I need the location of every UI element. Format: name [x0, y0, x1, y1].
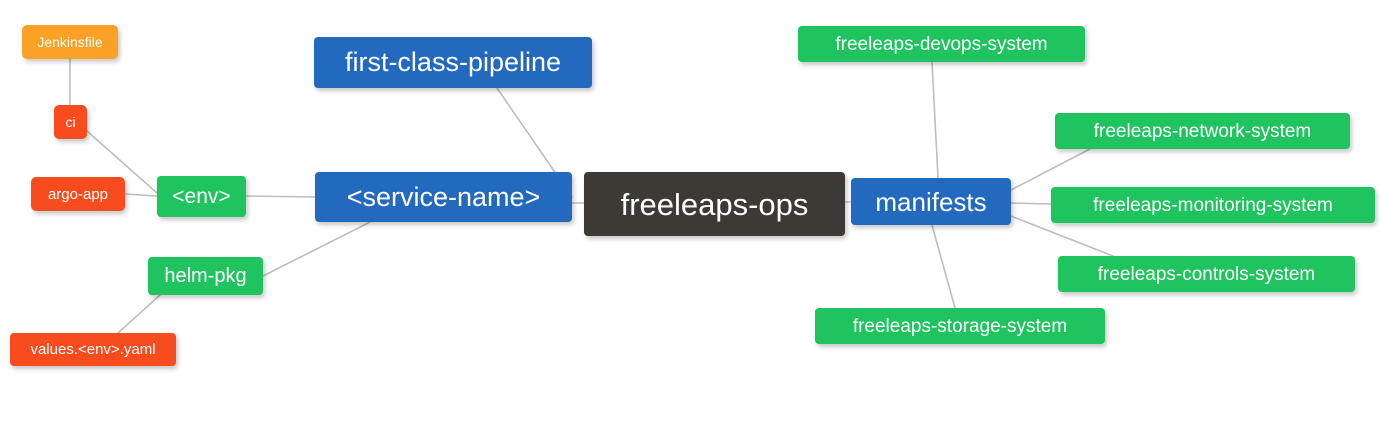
node-freeleaps-network-system[interactable]: freeleaps-network-system — [1055, 113, 1350, 149]
node-label-freeleaps-monitoring-system: freeleaps-monitoring-system — [1093, 194, 1333, 216]
edge-argo-app-to-env — [124, 193, 158, 197]
node-manifests[interactable]: manifests — [851, 178, 1011, 225]
node-label-argo-app: argo-app — [47, 185, 109, 203]
node-service-name[interactable]: <service-name> — [315, 172, 572, 222]
node-freeleaps-controls-system[interactable]: freeleaps-controls-system — [1058, 256, 1355, 292]
node-helm-pkg[interactable]: helm-pkg — [148, 257, 263, 295]
node-label-freeleaps-ops: freeleaps-ops — [620, 186, 809, 222]
node-values-yaml[interactable]: values.<env>.yaml — [10, 333, 176, 366]
node-label-jenkinsfile: Jenkinsfile — [37, 34, 103, 50]
node-jenkinsfile[interactable]: Jenkinsfile — [22, 25, 118, 59]
edge-manifests-to-freeleaps-devops-system — [931, 61, 939, 179]
node-freeleaps-storage-system[interactable]: freeleaps-storage-system — [815, 308, 1105, 344]
node-label-env: <env> — [172, 185, 231, 208]
node-label-values-yaml: values.<env>.yaml — [30, 341, 156, 358]
edge-env-to-service-name — [245, 195, 316, 198]
edge-service-name-to-helm-pkg — [262, 221, 371, 277]
edge-manifests-to-freeleaps-network-system — [1010, 148, 1091, 191]
node-label-freeleaps-network-system: freeleaps-network-system — [1093, 120, 1312, 142]
edge-manifests-to-freeleaps-monitoring-system — [1010, 202, 1052, 205]
node-label-freeleaps-devops-system: freeleaps-devops-system — [835, 33, 1048, 55]
node-label-freeleaps-storage-system: freeleaps-storage-system — [852, 315, 1068, 337]
node-freeleaps-monitoring-system[interactable]: freeleaps-monitoring-system — [1051, 187, 1375, 223]
node-label-freeleaps-controls-system: freeleaps-controls-system — [1097, 263, 1316, 285]
edge-manifests-to-freeleaps-storage-system — [931, 224, 956, 309]
node-ci[interactable]: ci — [54, 105, 87, 139]
edge-helm-pkg-to-values-yaml — [117, 294, 161, 334]
node-env[interactable]: <env> — [157, 176, 246, 217]
node-first-class-pipeline[interactable]: first-class-pipeline — [314, 37, 592, 88]
node-label-first-class-pipeline: first-class-pipeline — [344, 47, 562, 77]
node-freeleaps-devops-system[interactable]: freeleaps-devops-system — [798, 26, 1085, 62]
node-argo-app[interactable]: argo-app — [31, 177, 125, 211]
node-label-manifests: manifests — [875, 186, 987, 217]
node-label-helm-pkg: helm-pkg — [164, 265, 247, 287]
node-label-service-name: <service-name> — [346, 181, 541, 212]
node-freeleaps-ops[interactable]: freeleaps-ops — [584, 172, 845, 236]
node-label-ci: ci — [65, 114, 76, 130]
